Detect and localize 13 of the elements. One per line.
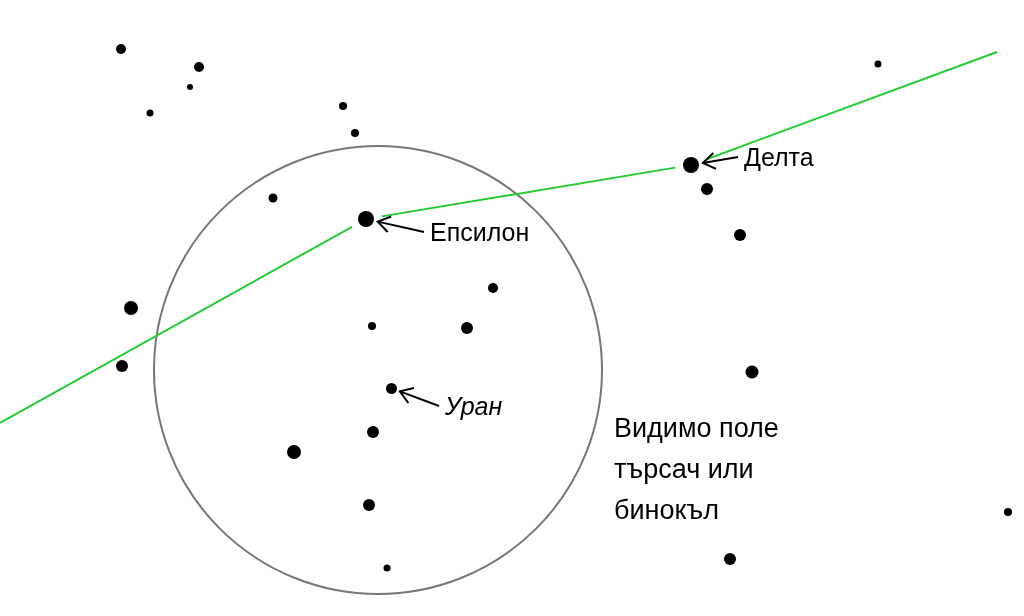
field-of-view-note: Видимо поле търсач или бинокъл <box>614 412 780 527</box>
constellation-line <box>0 225 353 424</box>
constellation-line <box>380 166 677 218</box>
leader-arrow <box>701 152 739 170</box>
star-label: Епсилон <box>430 217 530 247</box>
leader-arrow <box>398 387 440 407</box>
star-dot <box>358 211 374 227</box>
constellation-line <box>705 51 998 161</box>
leader-arrow <box>376 215 425 234</box>
star-label: Делта <box>744 142 814 172</box>
star-dot <box>385 382 397 394</box>
star-dot <box>683 157 699 173</box>
star-label: Уран <box>445 391 503 421</box>
